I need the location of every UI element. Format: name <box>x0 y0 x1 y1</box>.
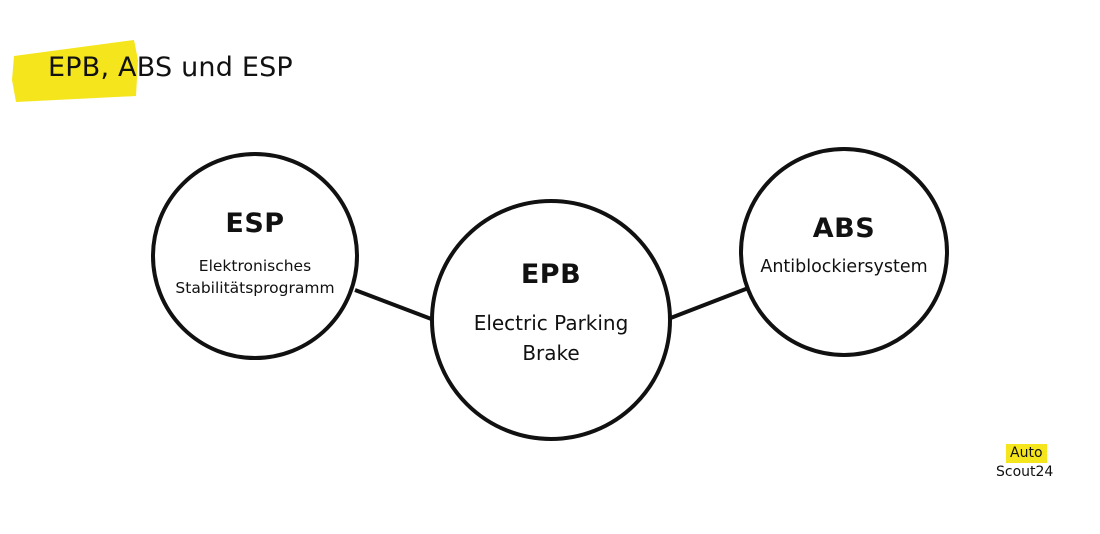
logo-line-auto: Auto <box>1006 444 1047 463</box>
page-title: EPB, ABS und ESP <box>48 52 293 83</box>
connector-epb-abs <box>667 285 752 321</box>
node-epb: EPB Electric Parking Brake <box>430 199 672 441</box>
node-esp-full-line-1: Elektronisches <box>198 256 312 275</box>
node-abs-abbr: ABS <box>812 212 876 244</box>
node-abs-full-line-1: Antiblockiersystem <box>760 256 928 277</box>
node-abs: ABS Antiblockiersystem <box>739 147 949 357</box>
connector-esp-epb <box>354 288 435 322</box>
node-abs-full: Antiblockiersystem <box>760 256 927 278</box>
logo-line-scout24: Scout24 <box>996 464 1054 480</box>
title-block: EPB, ABS und ESP <box>12 36 312 106</box>
node-esp: ESP Elektronisches Stabilitätsprogramm <box>151 152 359 360</box>
title-highlight-marker <box>12 40 138 102</box>
node-epb-full-line-2: Brake <box>522 340 580 365</box>
node-epb-full-line-1: Electric Parking <box>473 310 629 335</box>
node-epb-abbr: EPB <box>520 258 582 290</box>
autoscout24-logo: Auto Scout24 <box>994 444 1074 484</box>
node-esp-abbr: ESP <box>225 207 285 239</box>
node-esp-full: Elektronisches Stabilitätsprogramm <box>175 255 334 299</box>
node-epb-full: Electric Parking Brake <box>474 308 629 368</box>
node-esp-full-line-2: Stabilitätsprogramm <box>175 278 335 297</box>
